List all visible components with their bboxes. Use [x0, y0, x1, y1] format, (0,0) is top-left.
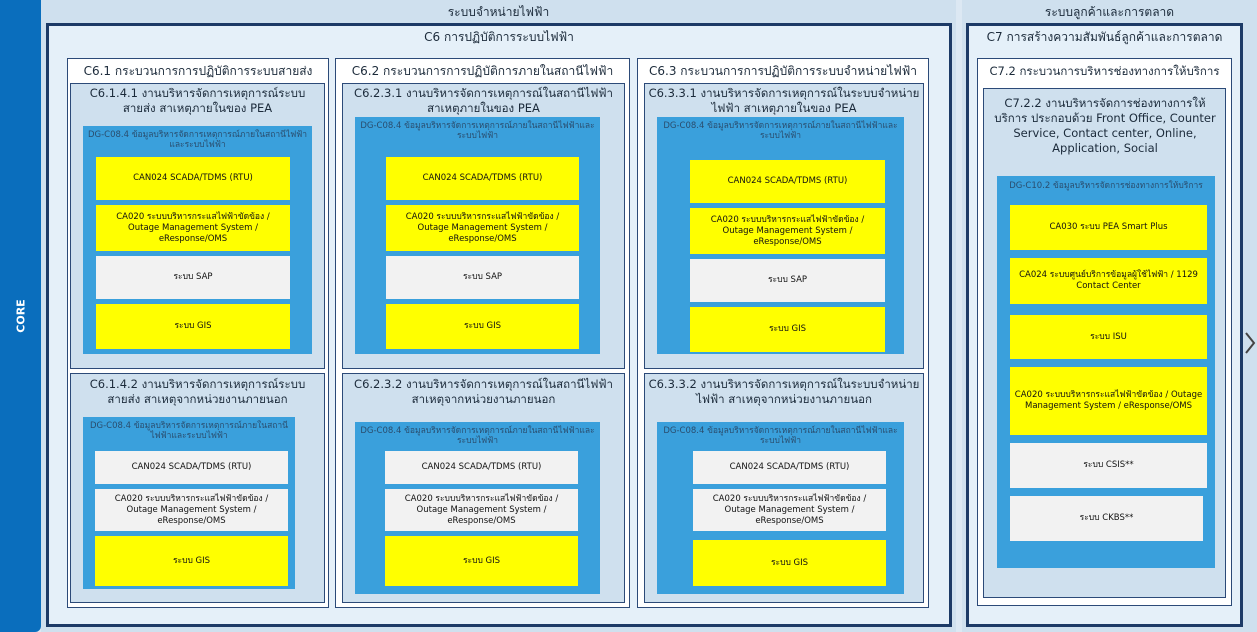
system-item: ระบบ GIS	[690, 307, 885, 352]
data-group-title: DG-C08.4 ข้อมูลบริหารจัดการเหตุการณ์ภายใ…	[663, 121, 898, 141]
system-item: ระบบ SAP	[690, 259, 885, 302]
system-item: CAN024 SCADA/TDMS (RTU)	[693, 451, 886, 484]
system-item: CAN024 SCADA/TDMS (RTU)	[386, 157, 579, 200]
sub-process-title: C6.1.4.2 งานบริหารจัดการเหตุการณ์ระบบสาย…	[89, 377, 306, 406]
system-item: ระบบ GIS	[385, 536, 578, 586]
system-item: ระบบ SAP	[96, 256, 290, 299]
sub-process-title: C6.3.3.1 งานบริหารจัดการเหตุการณ์ในระบบจ…	[648, 86, 920, 115]
system-item: ระบบ GIS	[693, 540, 886, 586]
system-item: ระบบ GIS	[95, 536, 288, 586]
system-item: CA020 ระบบบริหารกระแสไฟฟ้าขัดข้อง / Outa…	[95, 489, 288, 531]
data-group-title: DG-C08.4 ข้อมูลบริหารจัดการเหตุการณ์ภายใ…	[360, 121, 595, 141]
chevron-right-icon-graphic	[1245, 332, 1256, 354]
system-item: ระบบ CSIS**	[1010, 443, 1207, 488]
system-item: ระบบ SAP	[386, 256, 579, 299]
system-item: CA030 ระบบ PEA Smart Plus	[1010, 205, 1207, 250]
data-group-title: DG-C08.4 ข้อมูลบริหารจัดการเหตุการณ์ภายใ…	[87, 130, 308, 150]
system-item: ระบบ ISU	[1010, 315, 1207, 359]
system-item: CAN024 SCADA/TDMS (RTU)	[385, 451, 578, 484]
core-sidebar: CORE	[0, 0, 41, 632]
sub-process-title: C7.2.2 งานบริหารจัดการช่องทางการให้บริกา…	[994, 96, 1216, 155]
system-item: CAN024 SCADA/TDMS (RTU)	[95, 451, 288, 484]
system-item: CA020 ระบบบริหารกระแสไฟฟ้าขัดข้อง / Outa…	[690, 208, 885, 254]
system-item: CA024 ระบบศูนย์บริการข้อมูลผู้ใช้ไฟฟ้า /…	[1010, 258, 1207, 304]
column-title: C6.1 กระบวนการการปฏิบัติการระบบสายส่ง	[83, 64, 313, 78]
data-group-title: DG-C08.4 ข้อมูลบริหารจัดการเหตุการณ์ภายใ…	[360, 426, 595, 446]
system-item: ระบบ CKBS**	[1010, 496, 1203, 541]
distribution-title: ระบบจำหน่ายไฟฟ้า	[447, 5, 550, 19]
system-item: ระบบ GIS	[96, 304, 290, 349]
system-item: CAN024 SCADA/TDMS (RTU)	[96, 157, 290, 200]
system-item: CA020 ระบบบริหารกระแสไฟฟ้าขัดข้อง / Outa…	[385, 489, 578, 531]
system-item: CA020 ระบบบริหารกระแสไฟฟ้าขัดข้อง / Outa…	[693, 489, 886, 531]
system-item: CA020 ระบบบริหารกระแสไฟฟ้าขัดข้อง / Outa…	[1010, 367, 1207, 435]
core-label: CORE	[14, 299, 27, 333]
system-item: ระบบ GIS	[386, 304, 579, 349]
c7-frame-title: C7 การสร้างความสัมพันธ์ลูกค้าและการตลาด	[986, 30, 1223, 44]
sub-process-title: C6.3.3.2 งานบริหารจัดการเหตุการณ์ในระบบจ…	[648, 377, 920, 406]
system-item: CAN024 SCADA/TDMS (RTU)	[690, 160, 885, 203]
data-group-title: DG-C08.4 ข้อมูลบริหารจัดการเหตุการณ์ภายใ…	[89, 421, 288, 441]
chevron-right-icon[interactable]	[1243, 328, 1257, 358]
system-item: CA020 ระบบบริหารกระแสไฟฟ้าขัดข้อง / Outa…	[386, 205, 579, 251]
c6-frame-title: C6 การปฏิบัติการระบบไฟฟ้า	[424, 30, 574, 44]
sub-process-title: C6.2.3.1 งานบริหารจัดการเหตุการณ์ในสถานี…	[354, 86, 613, 115]
column-title: C7.2 กระบวนการบริหารช่องทางการให้บริการ	[989, 64, 1220, 78]
data-group-title: DG-C08.4 ข้อมูลบริหารจัดการเหตุการณ์ภายใ…	[663, 426, 898, 446]
sub-process-title: C6.1.4.1 งานบริหารจัดการเหตุการณ์ระบบสาย…	[89, 86, 306, 115]
column-title: C6.2 กระบวนการการปฏิบัติการภายในสถานีไฟฟ…	[351, 64, 614, 78]
system-item: CA020 ระบบบริหารกระแสไฟฟ้าขัดข้อง / Outa…	[96, 205, 290, 251]
column-title: C6.3 กระบวนการการปฏิบัติการระบบจำหน่ายไฟ…	[649, 64, 917, 78]
sub-process-title: C6.2.3.2 งานบริหารจัดการเหตุการณ์ในสถานี…	[354, 377, 613, 406]
data-group-title: DG-C10.2 ข้อมูลบริหารจัดการช่องทางการให้…	[1009, 181, 1203, 191]
customer-title: ระบบลูกค้าและการตลาด	[1044, 5, 1175, 19]
